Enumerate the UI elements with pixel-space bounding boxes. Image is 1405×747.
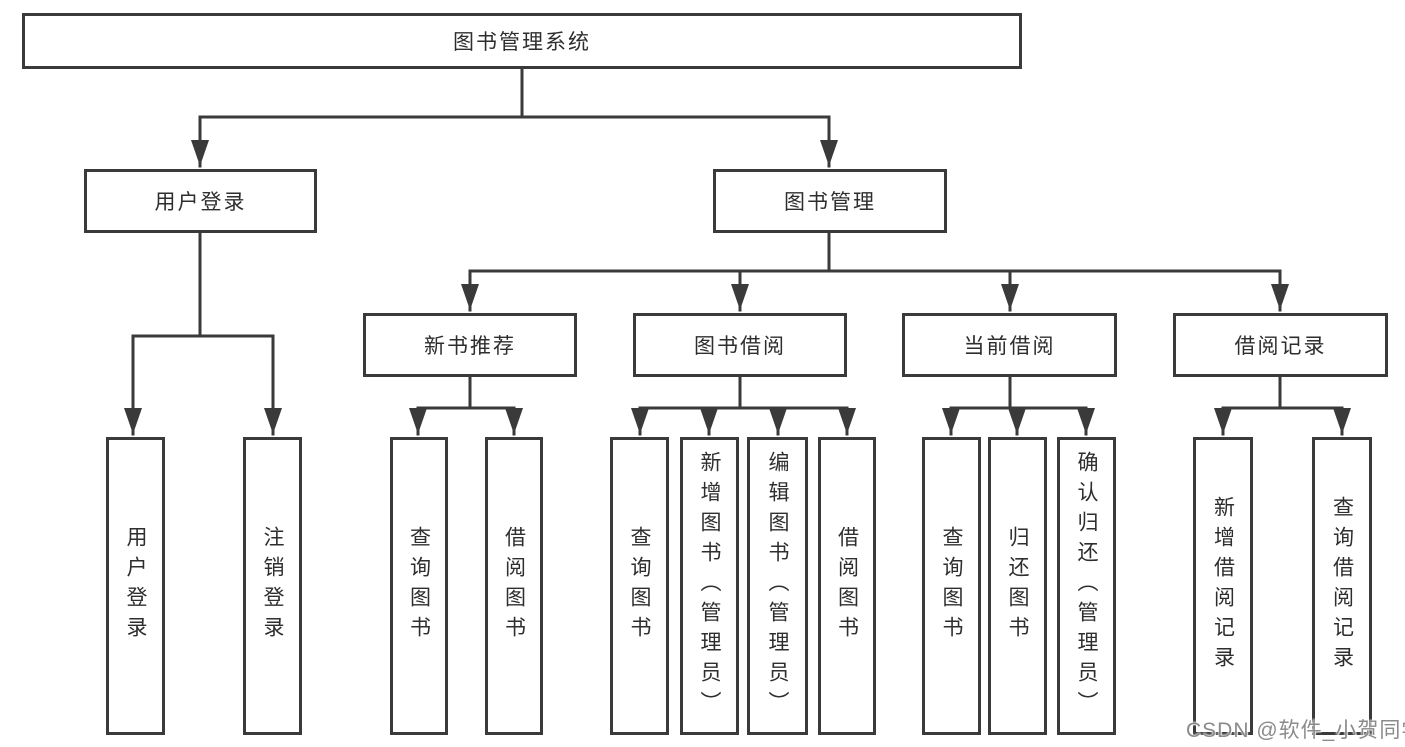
node-label: 图书管理系统 (453, 31, 591, 54)
node-label: 图书管理 (784, 191, 876, 214)
node-label: 查询图书 (628, 526, 651, 646)
node-leaf-user-login: 用户登录 (106, 437, 165, 735)
node-leaf-add-books-admin: 新增图书（管理员） (680, 437, 739, 735)
node-user-login-group: 用户登录 (84, 169, 317, 233)
node-leaf-edit-books-admin: 编辑图书（管理员） (747, 437, 808, 735)
node-label: 借阅图书 (502, 526, 526, 646)
node-current-borrowing: 当前借阅 (902, 313, 1117, 377)
connector-borrowing-records-to-leaves (1214, 373, 1351, 436)
node-library-management-system: 图书管理系统 (22, 13, 1022, 69)
node-borrowing-records: 借阅记录 (1173, 313, 1388, 377)
node-label: 当前借阅 (963, 335, 1056, 358)
connector-new-book-recommend-to-leaves (409, 373, 523, 436)
node-label: 归还图书 (1006, 526, 1029, 646)
node-label: 编辑图书（管理员） (766, 451, 789, 721)
connector-root-to-level1 (191, 67, 838, 168)
connector-current-borrowing-to-leaves (942, 373, 1095, 436)
connector-book-borrowing-to-leaves (631, 373, 856, 436)
node-label: 查询借阅记录 (1330, 496, 1354, 676)
node-label: 查询图书 (407, 526, 431, 646)
node-leaf-add-borrow-record: 新增借阅记录 (1193, 437, 1253, 735)
node-label: 用户登录 (124, 526, 147, 646)
connector-book-management-to-level2 (461, 229, 1289, 312)
node-leaf-query-books-current: 查询图书 (922, 437, 981, 735)
node-leaf-borrow-books-recommend: 借阅图书 (485, 437, 543, 735)
node-label: 新书推荐 (424, 335, 516, 358)
node-leaf-confirm-return-admin: 确认归还（管理员） (1057, 437, 1116, 735)
node-label: 用户登录 (154, 191, 247, 214)
node-book-borrowing: 图书借阅 (633, 313, 847, 377)
node-label: 借阅记录 (1234, 335, 1327, 358)
node-label: 注销登录 (261, 526, 284, 646)
node-new-book-recommend: 新书推荐 (363, 313, 577, 377)
node-leaf-query-books-recommend: 查询图书 (390, 437, 448, 735)
node-leaf-query-borrow-record: 查询借阅记录 (1312, 437, 1372, 735)
node-label: 图书借阅 (694, 335, 786, 358)
node-book-management: 图书管理 (713, 169, 947, 233)
node-leaf-borrow-books-borrowing: 借阅图书 (818, 437, 876, 735)
node-leaf-logout: 注销登录 (243, 437, 302, 735)
csdn-watermark: CSDN @软件_小贺同学 (1186, 719, 1405, 742)
node-label: 确认归还（管理员） (1075, 451, 1098, 721)
node-label: 新增图书（管理员） (698, 451, 721, 721)
connector-user-login-to-leaves (124, 229, 282, 436)
node-leaf-query-books-borrowing: 查询图书 (610, 437, 669, 735)
node-label: 新增借阅记录 (1211, 496, 1235, 676)
node-leaf-return-books: 归还图书 (988, 437, 1047, 735)
node-label: 借阅图书 (835, 526, 859, 646)
node-label: 查询图书 (940, 526, 963, 646)
